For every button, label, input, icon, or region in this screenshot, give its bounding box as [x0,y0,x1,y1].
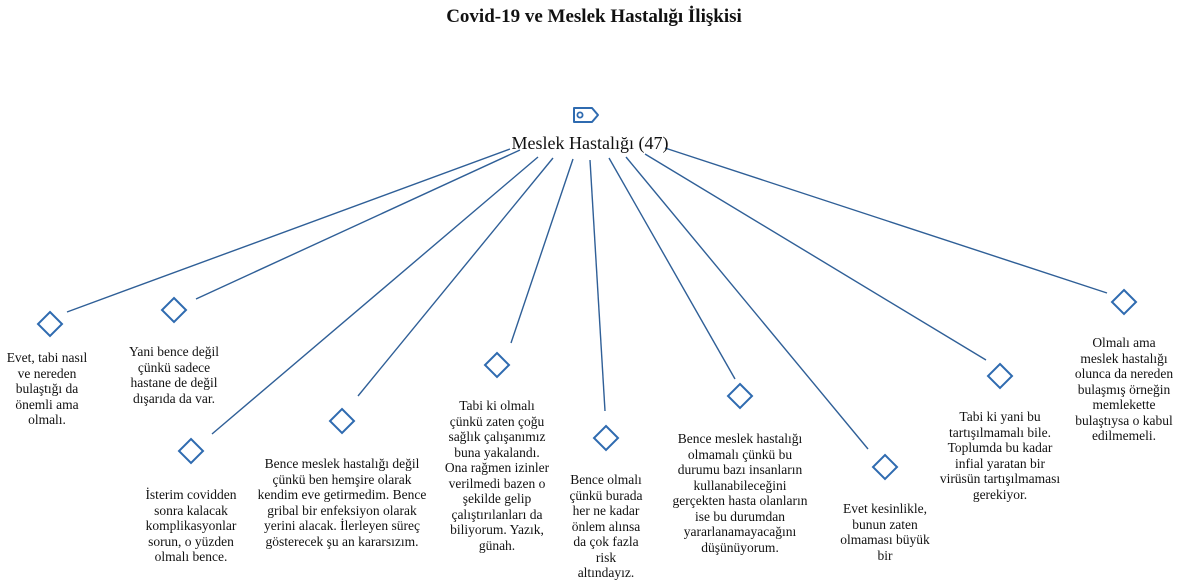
leaf-node-6-diamond [592,424,620,452]
link-leaf-4 [357,157,554,397]
leaf-node-5-diamond [483,351,511,379]
link-leaf-3 [211,156,539,435]
root-node-label: Meslek Hastalığı (47) [511,133,669,153]
leaf-node-7-diamond [726,382,754,410]
leaf-node-10-diamond [1110,288,1138,316]
leaf-node-4-diamond [328,407,356,435]
leaf-node-3-text: İsterim covidden sonra kalacak komplikas… [145,487,237,564]
link-leaf-7 [608,157,736,380]
leaf-node-3-diamond [177,437,205,465]
leaf-node-5-text: Tabi ki olmalı çünkü zaten çoğu sağlık ç… [444,398,550,553]
leaf-node-4-text: Bence meslek hastalığı değil çünkü ben h… [257,456,427,549]
link-leaf-6 [589,159,606,412]
leaf-node-9-diamond [986,362,1014,390]
leaf-node-6-text: Bence olmalı çünkü burada her ne kadar ö… [569,472,643,580]
leaf-node-8-text: Evet kesinlikle, bunun zaten olmaması bü… [840,501,930,563]
link-leaf-5 [510,158,574,344]
link-leaf-9 [644,153,987,361]
link-leaf-10 [664,147,1108,294]
leaf-node-2-text: Yani bence değil çünkü sadece hastane de… [128,344,220,406]
leaf-node-9-text: Tabi ki yani bu tartışılmamalı bile. Top… [939,409,1061,502]
leaf-node-7-text: Bence meslek hastalığı olmamalı çünkü bu… [672,431,808,555]
link-leaf-8 [625,156,869,450]
link-leaf-2 [195,149,521,300]
diagram-title: Covid-19 ve Meslek Hastalığı İlişkisi [446,6,742,27]
leaf-node-1-diamond [36,310,64,338]
leaf-node-8-diamond [871,453,899,481]
link-leaf-1 [66,148,511,313]
leaf-node-1-text: Evet, tabi nasıl ve nereden bulaştığı da… [6,350,88,427]
leaf-node-2-diamond [160,296,188,324]
leaf-node-10-text: Olmalı ama meslek hastalığı olunca da ne… [1074,335,1174,443]
tag-icon [571,103,601,132]
